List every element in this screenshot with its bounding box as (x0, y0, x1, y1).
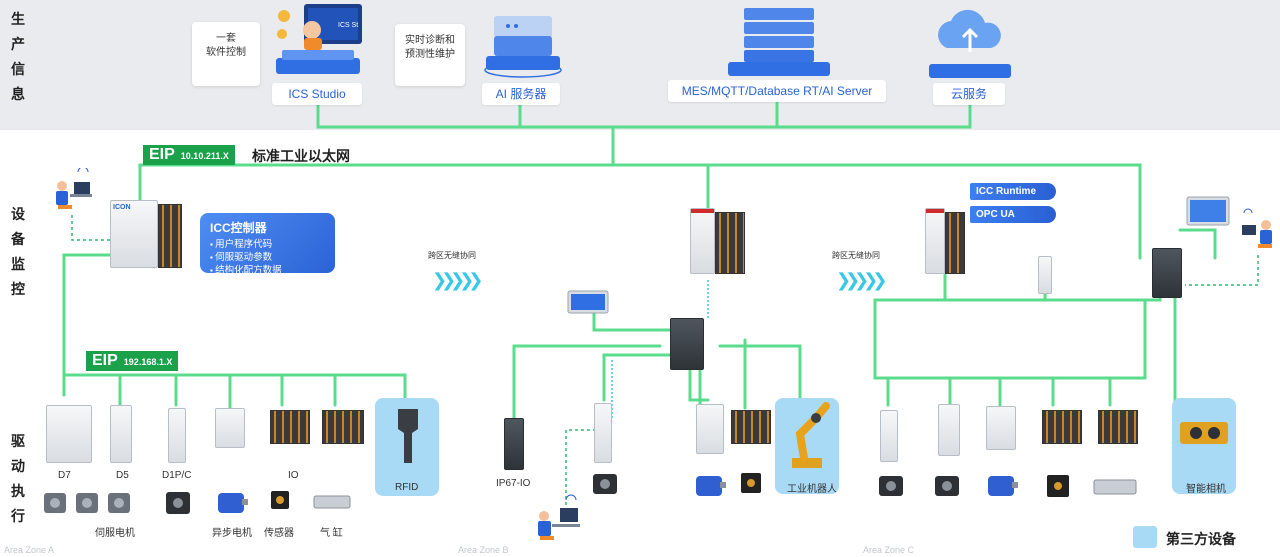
legend-swatch (1133, 526, 1157, 548)
zone-b-drive[interactable] (594, 403, 612, 463)
cloud-icon[interactable] (925, 4, 1015, 82)
sensor-icon (741, 473, 761, 493)
mes-label[interactable]: MES/MQTT/Database RT/AI Server (668, 80, 886, 102)
icc-card-item: 结构化配方数据 (210, 264, 325, 277)
zone-c-io-module-1[interactable] (1042, 410, 1082, 444)
zone-c-drive-2[interactable] (938, 404, 960, 456)
icc-card-item: 用户程序代码 (210, 238, 325, 251)
svg-text:ICS St: ICS St (338, 22, 358, 29)
hmi-panel-icon[interactable] (567, 290, 609, 314)
third-party-camera-box (1172, 398, 1236, 494)
zone-b-io-module[interactable] (731, 410, 771, 444)
label-ip67: IP67-IO (496, 478, 531, 489)
ics-studio-label[interactable]: ICS Studio (272, 83, 362, 105)
ai-server-icon[interactable] (478, 2, 568, 82)
rfid-scanner-icon[interactable] (392, 405, 424, 467)
label-rfid: RFID (395, 482, 419, 493)
wireless-chevrons-left: ❯❯❯❯❯ (432, 270, 483, 290)
async-motor-icon (988, 476, 1018, 496)
zone-b-controller[interactable] (690, 208, 745, 274)
async-motor-icon (696, 476, 726, 496)
wireless-chevrons-right: ❯❯❯❯❯ (836, 270, 887, 290)
label-camera: 智能相机 (1186, 484, 1226, 495)
diagnostic-note: 实时诊断和预测性维护 (395, 24, 465, 86)
controller-logo: ICON (113, 204, 131, 211)
controller-body (110, 200, 158, 268)
label-cylinder: 气 缸 (320, 528, 343, 539)
third-party-robot-box (775, 398, 839, 494)
zone-c-controller[interactable] (925, 208, 965, 274)
cloud-label[interactable]: 云服务 (933, 83, 1005, 105)
industrial-robot-icon[interactable] (782, 398, 834, 474)
servo-motor-group-icon (44, 493, 130, 513)
zone-b-label: Area Zone B (458, 545, 509, 555)
ics-studio-icon[interactable]: ICS St (268, 0, 368, 82)
label-sensor: 传感器 (264, 528, 294, 539)
io-module-1[interactable] (270, 410, 310, 444)
zone-c-io-coupler[interactable] (986, 406, 1016, 450)
wireless-label-left: 跨区无缝协同 (428, 251, 476, 260)
zone-b-switch[interactable] (670, 318, 704, 370)
label-d5: D5 (116, 470, 129, 481)
icc-card-title: ICC控制器 (210, 221, 267, 235)
cylinder-icon (313, 495, 351, 509)
servo-motor-icon (935, 476, 959, 496)
label-servo: 伺服电机 (95, 528, 135, 539)
operator-bottom-icon (538, 494, 580, 540)
legend-label: 第三方设备 (1166, 531, 1236, 547)
ai-server-label[interactable]: AI 服务器 (482, 83, 560, 105)
drive-d7[interactable] (46, 405, 92, 463)
zone-c-hmi-icon[interactable] (1186, 196, 1230, 226)
sensor-icon (271, 491, 289, 509)
operator-right-icon (1242, 208, 1272, 248)
controller-io-module (715, 212, 745, 274)
label-async: 异步电机 (212, 528, 252, 539)
ethernet-label: 标准工业以太网 (252, 148, 350, 164)
sensor-icon (1047, 475, 1069, 497)
zone-c-drive-1[interactable] (880, 410, 898, 462)
operator-icon (56, 168, 92, 209)
smart-camera-icon[interactable] (1176, 418, 1232, 448)
row-label-monitoring: 设备监控 (11, 207, 25, 298)
row-label-execution: 驱动执行 (11, 434, 25, 525)
controller-body (925, 208, 945, 274)
icc-controller[interactable]: ICON (110, 200, 182, 268)
label-d7: D7 (58, 470, 71, 481)
label-d1pc: D1P/C (162, 470, 192, 481)
wireless-label-right: 跨区无缝协同 (832, 251, 880, 260)
async-motor-icon (218, 493, 248, 513)
drive-d5[interactable] (110, 405, 132, 463)
label-robot: 工业机器人 (787, 484, 837, 495)
servo-motor-icon (879, 476, 903, 496)
row-label-production: 生产信息 (11, 12, 25, 103)
label-io: IO (288, 470, 299, 481)
controller-io-module (945, 212, 965, 274)
io-module-2[interactable] (322, 410, 364, 444)
io-coupler[interactable] (215, 408, 245, 448)
cylinder-icon (1093, 479, 1137, 495)
mes-server-icon[interactable] (724, 4, 834, 80)
software-control-note: 一套软件控制 (192, 22, 260, 86)
opc-ua-pill: OPC UA (970, 206, 1056, 223)
icc-card-item: 伺服驱动参数 (210, 251, 325, 264)
zone-c-switch[interactable] (1152, 248, 1182, 298)
zone-b-io-coupler[interactable] (696, 404, 724, 454)
zone-a-label: Area Zone A (4, 545, 55, 555)
controller-io-module (158, 204, 182, 268)
controller-body (690, 208, 715, 274)
servo-motor-icon (166, 492, 190, 514)
zone-c-label: Area Zone C (863, 545, 915, 555)
icc-runtime-pill: ICC Runtime (970, 183, 1056, 200)
drive-d1pc[interactable] (168, 408, 186, 463)
icc-info-card: ICC控制器 用户程序代码 伺服驱动参数 结构化配方数据 (200, 213, 335, 276)
zone-c-gateway[interactable] (1038, 256, 1052, 294)
ip67-io-block[interactable] (504, 418, 524, 470)
servo-motor-icon (593, 474, 617, 494)
zone-c-io-module-2[interactable] (1098, 410, 1138, 444)
